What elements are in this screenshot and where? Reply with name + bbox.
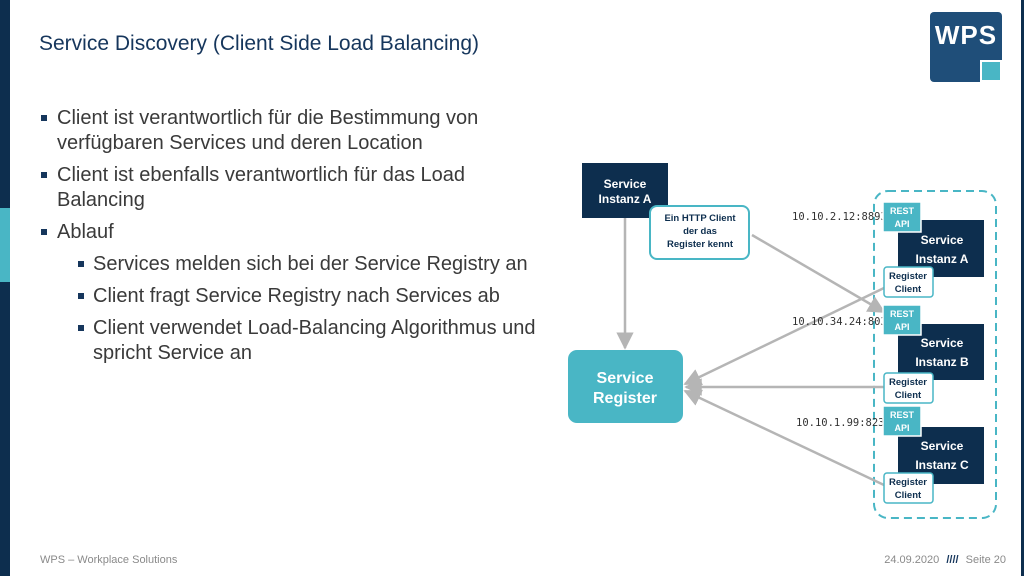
register-client-label: Client [895, 284, 922, 295]
service-register-box [568, 350, 683, 423]
ip-address: 10.10.1.99:8238 [796, 417, 891, 429]
register-client-label: Register [889, 477, 927, 488]
instances-group-border [873, 190, 997, 519]
footer-company: WPS – Workplace Solutions [40, 554, 178, 566]
arrow-instance-a-to-register [683, 286, 885, 386]
register-client-label: Register [889, 377, 927, 388]
rest-api-label: API [894, 219, 909, 229]
service-a-label: Service [604, 177, 647, 191]
rest-api-badge [882, 304, 922, 336]
instance-a-label: Service [921, 233, 964, 247]
http-client-note-text: Ein HTTP Client [664, 213, 736, 224]
bullet-item: Client ist ebenfalls verantwortlich für … [40, 163, 540, 213]
footer-date: 24.09.2020 [884, 554, 940, 566]
footer-slashes: //// [946, 554, 959, 566]
bullet-item: Client ist verantwortlich für die Bestim… [40, 106, 540, 156]
register-client-badge [883, 472, 934, 504]
wps-logo: WPS [930, 12, 1002, 82]
http-client-note [649, 205, 750, 260]
http-client-note-text: Register kennt [667, 239, 734, 250]
register-client-label: Register [889, 271, 927, 282]
register-client-label: Client [895, 390, 922, 401]
register-client-badge [883, 372, 934, 404]
logo-text: WPS [934, 20, 998, 50]
bullet-item: Ablauf [40, 220, 540, 245]
rest-api-label: REST [890, 410, 915, 420]
instance-c-label: Instanz C [915, 458, 969, 472]
logo-square [980, 60, 1002, 82]
service-register-label: Service [597, 370, 654, 387]
http-client-note-text: der das [683, 226, 717, 237]
sub-bullet-item: Services melden sich bei der Service Reg… [77, 252, 540, 277]
rest-api-badge [882, 405, 922, 437]
rest-api-label: REST [890, 309, 915, 319]
instance-b-label: Instanz B [915, 355, 969, 369]
footer-meta: 24.09.2020 //// Seite 20 [884, 554, 1006, 566]
rest-api-label: API [894, 322, 909, 332]
arrow-client-to-instance-b [751, 233, 886, 314]
slide-title: Service Discovery (Client Side Load Bala… [39, 32, 480, 55]
ip-address: 10.10.34.24:8034 [792, 316, 893, 328]
instance-c-label: Service [921, 439, 964, 453]
arrow-instance-c-to-register [683, 389, 885, 487]
right-strip [1021, 0, 1024, 576]
instance-a-label: Instanz A [916, 252, 969, 266]
left-accent-bar [0, 208, 10, 282]
sub-bullet-item: Client fragt Service Registry nach Servi… [77, 284, 540, 309]
bullet-list: Client ist verantwortlich für die Bestim… [40, 106, 540, 373]
rest-api-label: REST [890, 206, 915, 216]
ip-address: 10.10.2.12:8893 [792, 211, 887, 223]
service-a-label: Instanz A [599, 192, 652, 206]
rest-api-badge [882, 201, 922, 233]
rest-api-label: API [894, 423, 909, 433]
register-client-badge [883, 266, 934, 298]
service-register-label: Register [593, 390, 657, 407]
footer-page-number: Seite 20 [965, 554, 1006, 566]
left-bar [0, 0, 10, 576]
instance-b-label: Service [921, 336, 964, 350]
sub-bullet-item: Client verwendet Load-Balancing Algorith… [77, 316, 540, 366]
register-client-label: Client [895, 490, 922, 501]
